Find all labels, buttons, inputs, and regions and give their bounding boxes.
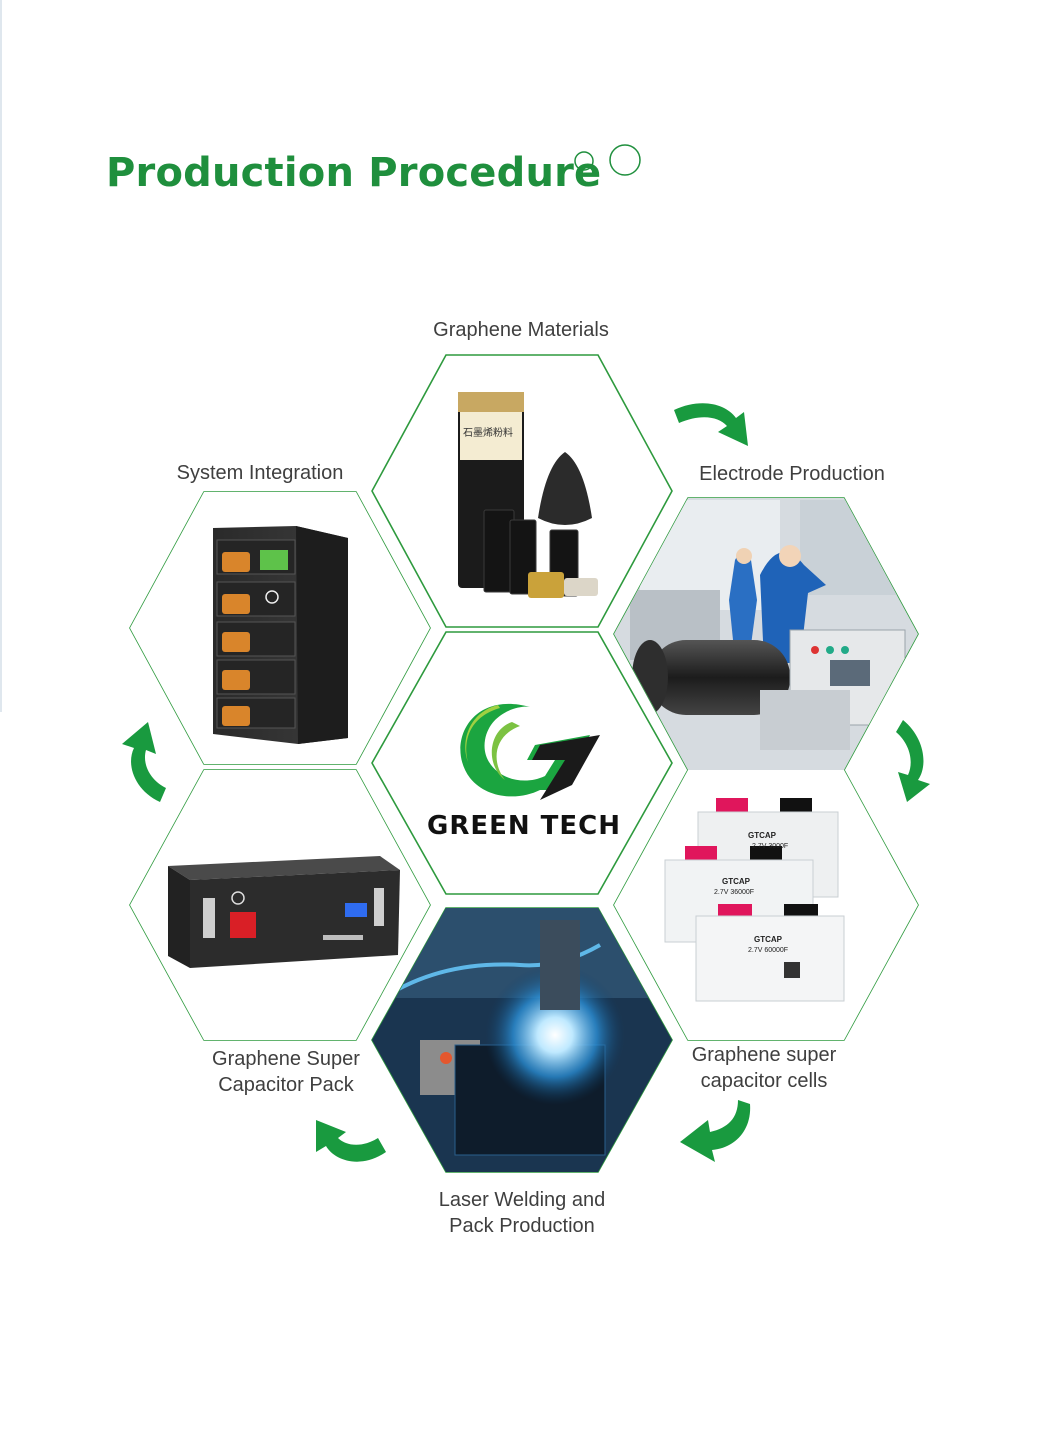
step-label-capacitor-pack: Graphene Super Capacitor Pack [212, 1048, 360, 1096]
arrow-icon [316, 1120, 386, 1162]
step-label-laser-welding: Laser Welding and Pack Production [438, 1189, 606, 1237]
cell-label-text: 2.7V 60000F [748, 947, 788, 954]
battery-cabinet-image [130, 492, 430, 764]
step-label-graphene-materials: Graphene Materials [433, 319, 609, 341]
cell-label-text: 2.7V 3000F [752, 843, 788, 850]
svg-text:石墨烯粉料: 石墨烯粉料 [463, 426, 513, 439]
arrow-icon [680, 1100, 751, 1162]
step-label-electrode-production: Electrode Production [699, 463, 885, 485]
decor-circle-small [574, 151, 594, 171]
page-edge-rule [0, 0, 2, 712]
step-label-system-integration: System Integration [176, 462, 344, 484]
hexagon-center-logo [371, 631, 673, 895]
cell-label-text: GTCAP [748, 831, 777, 840]
cell-label-text: 2.7V 36000F [714, 889, 754, 896]
title-decor-circles [574, 144, 641, 176]
cell-label-text: GTCAP [754, 935, 783, 944]
arrow-icon [674, 403, 748, 446]
hexagon-graphene-materials [371, 354, 673, 628]
electrode-production-workers-image [614, 498, 918, 770]
graphene-powder-jars-image: 石墨烯粉料 [458, 392, 598, 598]
supercapacitor-pouch-cells-image: GTCAP 2.7V 3000F GTCAP 2.7V 36000F GTCAP… [614, 770, 918, 1040]
green-tech-g-logo-icon [460, 703, 600, 800]
cell-label-text: GTCAP [722, 877, 751, 886]
rack-capacitor-pack-image [130, 770, 430, 1040]
arrow-icon [896, 720, 930, 802]
step-label-capacitor-cells: Graphene super capacitor cells [691, 1044, 837, 1092]
arrow-icon [122, 722, 166, 802]
page-title: Production Procedure [106, 150, 602, 196]
logo-text: GREEN TECH [427, 811, 621, 841]
decor-circle-large [609, 144, 641, 176]
laser-welding-image [372, 908, 672, 1172]
